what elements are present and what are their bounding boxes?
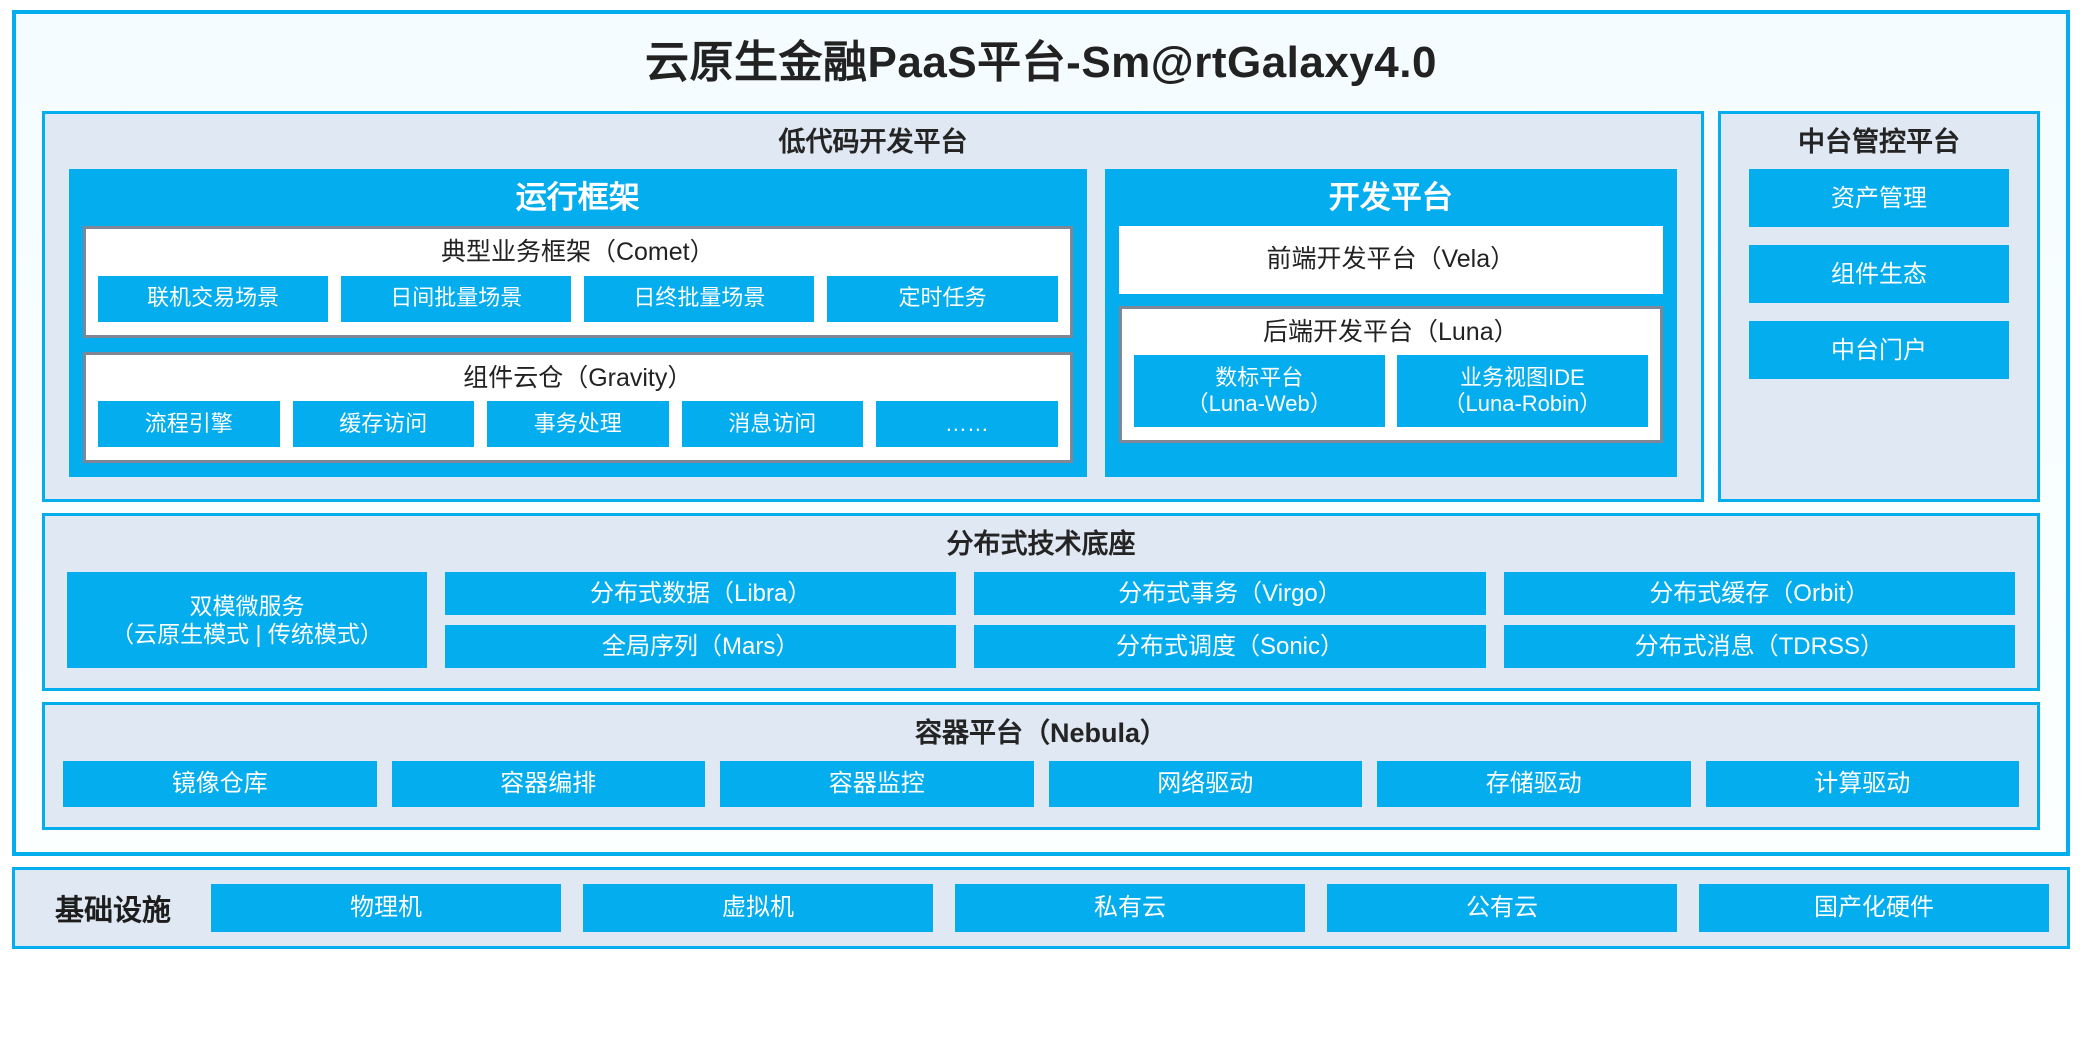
comet-chip-intraday-batch[interactable]: 日间批量场景 <box>341 275 572 322</box>
infrastructure-item-private-cloud[interactable]: 私有云 <box>955 883 1306 932</box>
container-item-compute-driver[interactable]: 计算驱动 <box>1705 760 2019 807</box>
distributed-base-column-1: 分布式数据（Libra） 全局序列（Mars） <box>445 572 957 669</box>
infrastructure-item-physical-machine[interactable]: 物理机 <box>211 883 562 932</box>
top-row: 低代码开发平台 运行框架 典型业务框架（Comet） 联机交易场景 日间批量场景 <box>42 110 2040 503</box>
infrastructure-item-domestic-hardware[interactable]: 国产化硬件 <box>1699 883 2050 932</box>
development-platform-title: 开发平台 <box>1328 180 1453 216</box>
comet-title: 典型业务框架（Comet） <box>440 238 715 267</box>
lowcode-platform-panel: 低代码开发平台 运行框架 典型业务框架（Comet） 联机交易场景 日间批量场景 <box>42 110 1704 503</box>
midoffice-item-asset-management[interactable]: 资产管理 <box>1749 169 2009 228</box>
dual-mode-microservice-modes: （云原生模式 | 传统模式） <box>111 621 383 648</box>
vela-card: 前端开发平台（Vela） <box>1118 226 1663 294</box>
distributed-base-body: 双模微服务 （云原生模式 | 传统模式） 分布式数据（Libra） 全局序列（M… <box>45 572 2037 688</box>
development-platform-block: 开发平台 前端开发平台（Vela） 后端开发平台（Luna） 数标平台 <box>1104 169 1677 478</box>
runtime-framework-inner: 典型业务框架（Comet） 联机交易场景 日间批量场景 日终批量场景 定时任务 <box>69 226 1087 477</box>
page-title: 云原生金融PaaS平台-Sm@rtGalaxy4.0 <box>645 38 1437 87</box>
distributed-base-title: 分布式技术底座 <box>946 529 1136 560</box>
gravity-card: 组件云仓（Gravity） 流程引擎 缓存访问 事务处理 消息访问 …… <box>83 351 1073 464</box>
infrastructure-label: 基础设施 <box>55 894 172 927</box>
luna-chip-data-standard-platform-name: 数标平台 <box>1215 364 1304 390</box>
container-platform-title: 容器平台（Nebula） <box>914 718 1168 749</box>
luna-chip-business-view-ide-name: 业务视图IDE <box>1460 364 1585 390</box>
luna-chip-business-view-ide[interactable]: 业务视图IDE （Luna-Robin） <box>1396 355 1648 428</box>
midoffice-platform-panel: 中台管控平台 资产管理 组件生态 中台门户 <box>1718 110 2040 503</box>
platform-outer-frame: 云原生金融PaaS平台-Sm@rtGalaxy4.0 低代码开发平台 运行框架 … <box>12 10 2070 856</box>
distributed-base-column-3: 分布式缓存（Orbit） 分布式消息（TDRSS） <box>1503 572 2015 669</box>
infrastructure-item-virtual-machine[interactable]: 虚拟机 <box>583 883 934 932</box>
base-chip-distributed-transaction-virgo[interactable]: 分布式事务（Virgo） <box>974 572 1486 616</box>
infrastructure-item-public-cloud[interactable]: 公有云 <box>1327 883 1678 932</box>
comet-chip-row: 联机交易场景 日间批量场景 日终批量场景 定时任务 <box>86 275 1070 335</box>
gravity-chip-message-access[interactable]: 消息访问 <box>681 401 864 448</box>
development-platform-inner: 前端开发平台（Vela） 后端开发平台（Luna） 数标平台 （Luna-Web… <box>1105 226 1677 477</box>
base-chip-distributed-cache-orbit[interactable]: 分布式缓存（Orbit） <box>1503 572 2015 616</box>
midoffice-item-list: 资产管理 组件生态 中台门户 <box>1721 169 2037 499</box>
base-chip-distributed-message-tdrss[interactable]: 分布式消息（TDRSS） <box>1503 625 2015 669</box>
gravity-chip-transaction-processing[interactable]: 事务处理 <box>487 401 669 448</box>
runtime-framework-title: 运行框架 <box>515 180 640 216</box>
gravity-title: 组件云仓（Gravity） <box>463 363 693 392</box>
comet-chip-eod-batch[interactable]: 日终批量场景 <box>584 275 815 322</box>
base-chip-distributed-data-libra[interactable]: 分布式数据（Libra） <box>445 572 957 616</box>
luna-chip-data-standard-platform-code: （Luna-Web） <box>1186 391 1332 417</box>
dual-mode-microservice-wrapper: 双模微服务 （云原生模式 | 传统模式） <box>67 572 427 669</box>
midoffice-item-portal[interactable]: 中台门户 <box>1749 321 2009 380</box>
comet-card: 典型业务框架（Comet） 联机交易场景 日间批量场景 日终批量场景 定时任务 <box>83 226 1073 338</box>
luna-chip-business-view-ide-code: （Luna-Robin） <box>1443 391 1602 417</box>
gravity-chip-row: 流程引擎 缓存访问 事务处理 消息访问 …… <box>86 401 1070 460</box>
comet-chip-online-transaction[interactable]: 联机交易场景 <box>98 275 329 322</box>
luna-card: 后端开发平台（Luna） 数标平台 （Luna-Web） 业务视图IDE （Lu… <box>1118 305 1663 444</box>
dual-mode-microservice-name: 双模微服务 <box>189 593 305 620</box>
base-chip-global-sequence-mars[interactable]: 全局序列（Mars） <box>445 625 957 669</box>
gravity-chip-ellipsis[interactable]: …… <box>876 401 1058 448</box>
infrastructure-panel: 基础设施 物理机 虚拟机 私有云 公有云 国产化硬件 <box>12 866 2070 949</box>
distributed-base-panel: 分布式技术底座 双模微服务 （云原生模式 | 传统模式） 分布式数据（Libra… <box>42 513 2040 692</box>
base-chip-distributed-scheduling-sonic[interactable]: 分布式调度（Sonic） <box>974 625 1486 669</box>
container-item-monitoring[interactable]: 容器监控 <box>720 760 1034 807</box>
comet-chip-scheduled-task[interactable]: 定时任务 <box>827 275 1058 322</box>
midoffice-item-component-ecosystem[interactable]: 组件生态 <box>1749 245 2009 304</box>
container-item-image-registry[interactable]: 镜像仓库 <box>63 760 377 807</box>
container-item-network-driver[interactable]: 网络驱动 <box>1048 760 1362 807</box>
luna-chip-data-standard-platform[interactable]: 数标平台 （Luna-Web） <box>1133 355 1385 428</box>
runtime-framework-block: 运行框架 典型业务框架（Comet） 联机交易场景 日间批量场景 日终批量场景 … <box>69 169 1087 478</box>
luna-title: 后端开发平台（Luna） <box>1262 317 1519 346</box>
gravity-chip-process-engine[interactable]: 流程引擎 <box>98 401 280 448</box>
lowcode-platform-body: 运行框架 典型业务框架（Comet） 联机交易场景 日间批量场景 日终批量场景 … <box>45 169 1701 499</box>
container-item-storage-driver[interactable]: 存储驱动 <box>1377 760 1691 807</box>
lowcode-platform-title: 低代码开发平台 <box>778 126 968 157</box>
container-item-orchestration[interactable]: 容器编排 <box>391 760 705 807</box>
midoffice-platform-title: 中台管控平台 <box>1798 126 1960 157</box>
gravity-chip-cache-access[interactable]: 缓存访问 <box>292 401 475 448</box>
luna-chip-row: 数标平台 （Luna-Web） 业务视图IDE （Luna-Robin） <box>1122 355 1660 440</box>
distributed-base-column-2: 分布式事务（Virgo） 分布式调度（Sonic） <box>974 572 1486 669</box>
dual-mode-microservice-chip[interactable]: 双模微服务 （云原生模式 | 传统模式） <box>67 572 427 669</box>
container-platform-item-row: 镜像仓库 容器编排 容器监控 网络驱动 存储驱动 计算驱动 <box>45 760 2037 827</box>
container-platform-panel: 容器平台（Nebula） 镜像仓库 容器编排 容器监控 网络驱动 存储驱动 计算… <box>42 702 2040 830</box>
vela-title: 前端开发平台（Vela） <box>1266 245 1516 274</box>
